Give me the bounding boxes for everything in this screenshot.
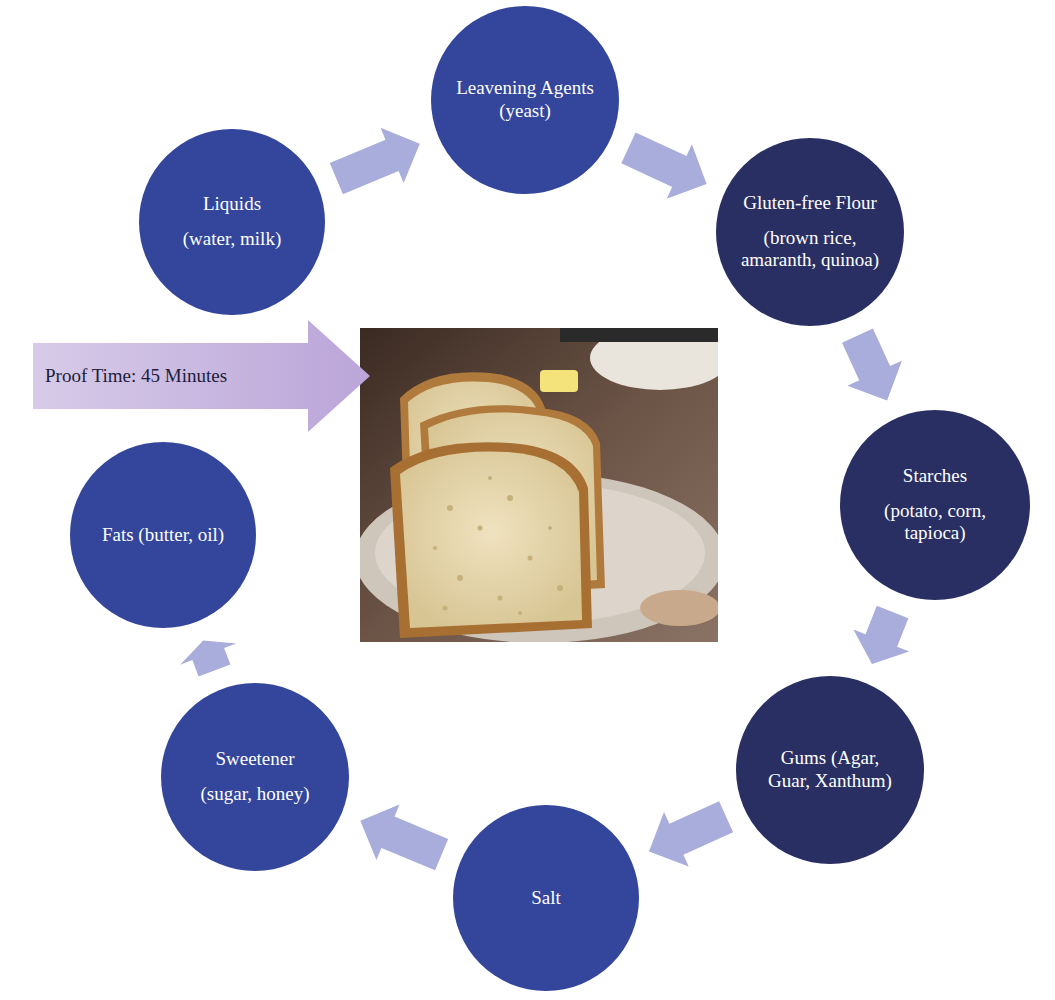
flow-arrow bbox=[180, 641, 236, 677]
node-detail: (potato, corn, tapioca) bbox=[865, 500, 1005, 546]
node-detail: (brown rice, amaranth, quinoa) bbox=[740, 227, 880, 273]
flow-arrow bbox=[649, 801, 733, 866]
flow-arrow bbox=[853, 606, 909, 664]
node-heading: Liquids bbox=[203, 193, 261, 216]
node-heading: Gums (Agar, Guar, Xanthum) bbox=[760, 747, 900, 793]
flow-arrow bbox=[621, 133, 706, 199]
bread-photo bbox=[360, 328, 718, 642]
ingredient-circle: Leavening Agents (yeast) bbox=[431, 6, 619, 194]
node-detail: (water, milk) bbox=[183, 228, 281, 251]
flow-arrow bbox=[842, 329, 902, 401]
node-heading: Gluten-free Flour bbox=[743, 192, 876, 215]
flow-arrow bbox=[330, 128, 420, 195]
circle-shape bbox=[161, 683, 349, 871]
flow-arrow bbox=[360, 805, 448, 871]
ingredient-circle: Sweetener (sugar, honey) bbox=[161, 683, 349, 871]
ingredient-circle: Liquids (water, milk) bbox=[139, 129, 325, 315]
ingredient-circle: Fats (butter, oil) bbox=[70, 442, 256, 628]
node-heading: Proof Time: 45 Minutes bbox=[45, 365, 227, 388]
proof-time-arrow: Proof Time: 45 Minutes bbox=[33, 320, 370, 432]
node-heading: Starches bbox=[903, 465, 967, 488]
ingredient-circle: Gluten-free Flour (brown rice, amaranth, … bbox=[716, 138, 904, 326]
node-heading: Sweetener bbox=[215, 748, 294, 771]
node-heading: Leavening Agents (yeast) bbox=[455, 77, 595, 123]
ingredient-circle: Salt bbox=[453, 805, 639, 991]
node-heading: Salt bbox=[531, 887, 561, 910]
node-heading: Fats (butter, oil) bbox=[102, 524, 224, 547]
ingredient-circle: Starches (potato, corn, tapioca) bbox=[840, 410, 1030, 600]
circle-shape bbox=[139, 129, 325, 315]
ingredient-circle: Gums (Agar, Guar, Xanthum) bbox=[736, 676, 924, 864]
node-detail: (sugar, honey) bbox=[201, 783, 310, 806]
